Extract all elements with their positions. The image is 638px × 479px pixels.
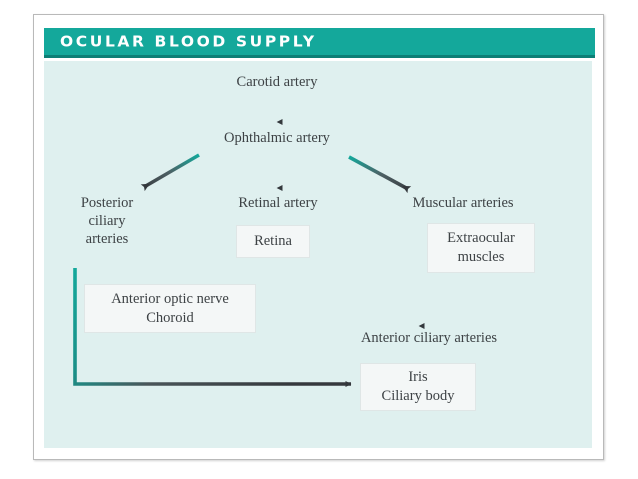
page-title: OCULAR BLOOD SUPPLY [60,32,317,51]
node-carotid-artery: Carotid artery [236,74,318,90]
box-iris-ciliary-body: Iris Ciliary body [360,363,481,416]
node-posterior-ciliary-arteries: Posterior ciliary arteries [80,195,134,247]
box-anterior-optic-nerve-choroid: Anterior optic nerve Choroid [84,284,261,338]
title-bar: OCULAR BLOOD SUPPLY [44,28,595,58]
node-anterior-ciliary-arteries: Anterior ciliary arteries [360,330,498,346]
node-retinal-artery: Retinal artery [238,195,318,211]
box-extraocular-muscles: Extraocular muscles [427,223,540,278]
node-ophthalmic-artery: Ophthalmic artery [224,130,330,146]
node-muscular-arteries: Muscular arteries [412,195,514,211]
box-retina: Retina [236,225,315,263]
